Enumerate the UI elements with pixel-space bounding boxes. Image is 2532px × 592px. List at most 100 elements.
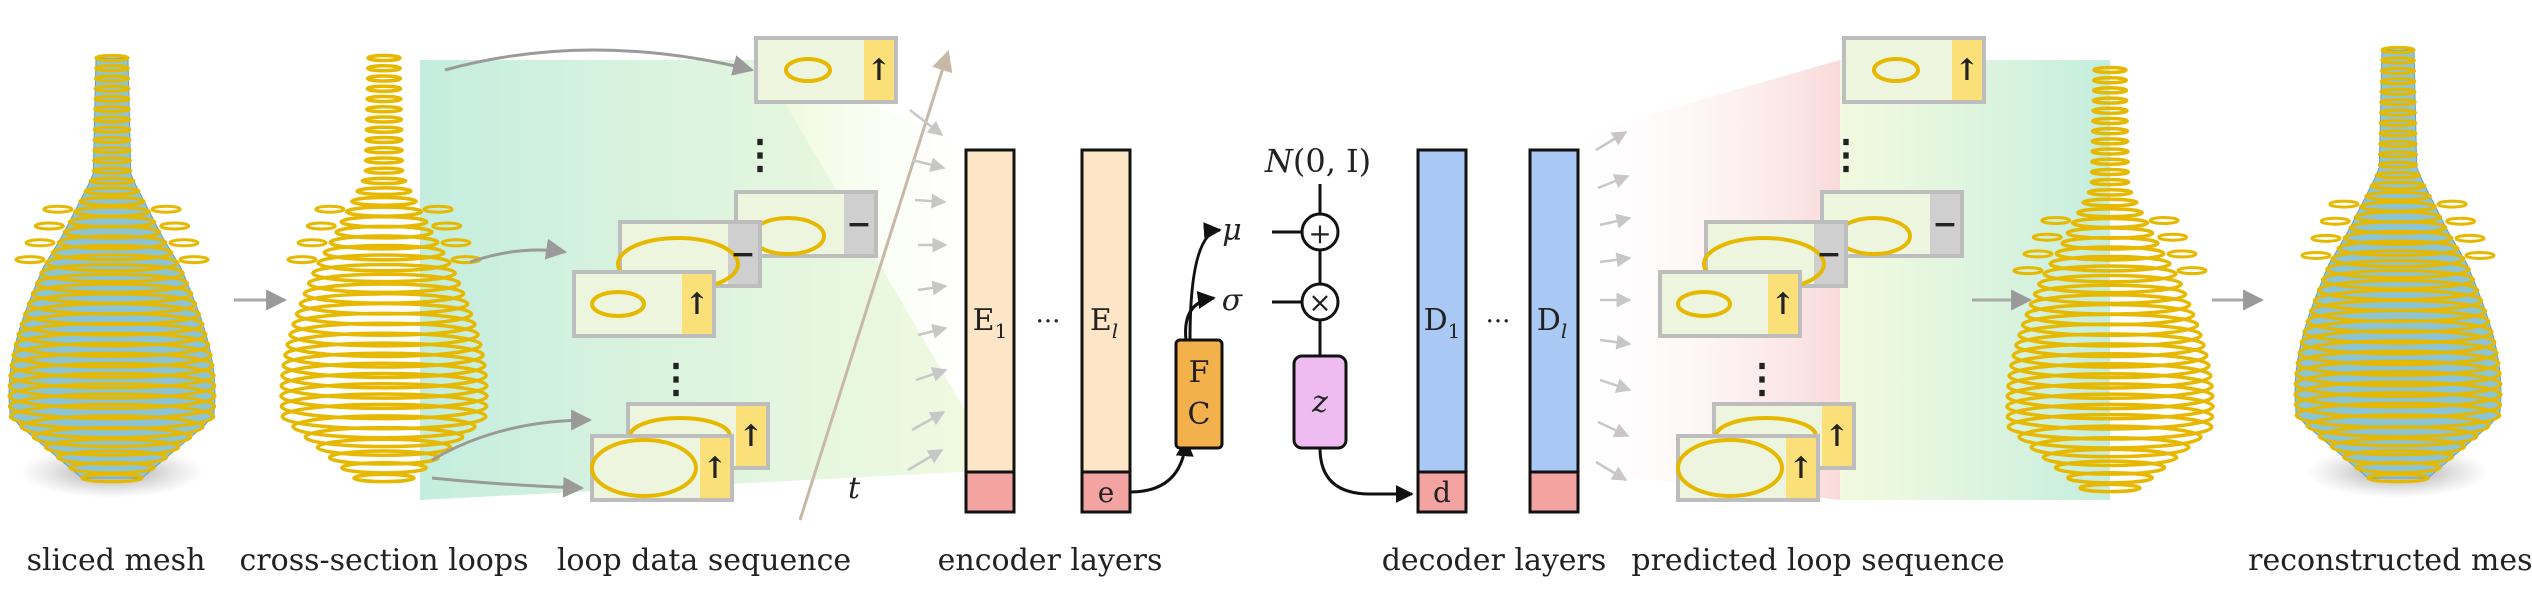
predicted-cross-section-loop — [2090, 147, 2130, 156]
mesh-slice-ring — [62, 224, 162, 240]
mesh-slice-ring — [44, 253, 180, 273]
cross-section-loop — [279, 381, 489, 411]
time-axis-arrow — [798, 49, 953, 521]
reconstructed-slice-ring — [2302, 318, 2494, 345]
loop-cards-ellipsis-bottom: ⋮ — [656, 355, 696, 402]
mesh-slice-ring — [24, 238, 56, 248]
reconstructed-slice-ring — [2377, 150, 2419, 159]
mesh-slice-ring — [11, 341, 213, 369]
predicted-cross-section-loop — [2054, 245, 2166, 262]
predicted-cross-section-loop — [2005, 402, 2215, 431]
mesh-slice-ring — [78, 195, 146, 207]
pred-cards-ellipsis-bottom: ⋮ — [1742, 355, 1782, 402]
caption-predicted-loop-sequence: predicted loop sequence — [1631, 543, 2004, 578]
mesh-slice-ring — [91, 156, 133, 165]
predicted-cross-section-loop — [2040, 215, 2072, 225]
cross-section-loop — [440, 238, 472, 248]
predicted-cross-section-loop — [2048, 254, 2172, 273]
loop-data-sequence: ↑⋮−−↑⋮↑↑ — [572, 36, 898, 502]
cross-section-loop — [364, 135, 404, 145]
mesh-slice-ring — [94, 64, 130, 73]
mesh-slice-ring — [93, 84, 131, 93]
decoder-output-arrows — [1595, 130, 1632, 482]
mesh-slice-ring — [50, 243, 174, 262]
cross-section-loop — [431, 221, 463, 231]
reconstructed-slice-ring — [2317, 425, 2479, 448]
cross-section-loop — [340, 460, 428, 475]
predicted-cross-section-loop — [2076, 207, 2144, 219]
reconstructed-slice-ring — [2293, 380, 2503, 409]
caption-cross-section-loops: cross-section loops — [240, 543, 529, 578]
fc-label-f: F — [1189, 355, 1210, 390]
decoder-last-label: Dl — [1537, 303, 1567, 343]
predicted-cross-section-loop — [2007, 362, 2213, 390]
reconstructed-slice-ring — [2320, 269, 2476, 291]
latent-z-label: z — [1311, 385, 1328, 420]
card-minus-flag: − — [1932, 207, 1957, 242]
card-loop-shape — [1872, 57, 1920, 83]
cross-section-loop — [322, 243, 446, 262]
mesh-slice-ring — [83, 186, 141, 197]
cross-section-loop — [350, 195, 418, 208]
reconstructed-slice-ring — [2464, 250, 2496, 260]
time-axis-label: t — [848, 471, 861, 506]
predicted-cross-section-loop — [2090, 126, 2130, 136]
reconstructed-slice-ring — [2379, 87, 2417, 96]
caption-loop-data-sequence: loop data sequence — [557, 543, 851, 578]
reconstructed-slice-ring — [2378, 108, 2418, 117]
encoder-embedding-label: e — [1098, 476, 1115, 509]
card-loop-shape — [590, 438, 698, 498]
predicted-cross-section-loop — [2166, 249, 2198, 259]
captions: sliced mesh cross-section loops loop dat… — [27, 543, 2532, 578]
reconstructed-slice-ring — [2293, 391, 2503, 419]
decoder-embedding-label: d — [1433, 476, 1451, 509]
predicted-cross-section-loop — [2157, 232, 2189, 242]
cross-section-loop — [305, 221, 337, 231]
mesh-slice-ring — [7, 382, 217, 411]
card-minus-flag: − — [1816, 237, 1841, 272]
card-up-flag: ↑ — [1824, 419, 1849, 454]
predicted-cross-section-loop — [2005, 392, 2215, 421]
predicted-cross-section-loop — [2031, 232, 2063, 242]
fc-to-sigma-arrow — [1184, 291, 1216, 341]
reconstructed-slice-ring — [2328, 199, 2360, 209]
reconstructed-slice-ring — [2305, 308, 2491, 334]
predicted-cross-section-loop — [2041, 447, 2179, 468]
mesh-slice-ring — [13, 331, 211, 359]
decoder-first-label: D1 — [1424, 303, 1461, 343]
predicted-cross-section-loop — [2091, 86, 2129, 95]
loop-card-handle-front: ↑ — [572, 270, 716, 338]
card-up-flag: ↑ — [1954, 53, 1979, 88]
predicted-cross-section-loop — [2037, 273, 2183, 295]
cross-section-loop — [280, 361, 488, 390]
reconstructed-slice-ring — [2379, 77, 2417, 86]
reconstructed-slice-ring — [2325, 259, 2471, 280]
mesh-slice-ring — [92, 125, 132, 134]
decoder-layer-last: Dl — [1528, 148, 1580, 514]
mesh-slice-ring — [91, 166, 133, 175]
cross-section-loop — [422, 204, 454, 214]
card-up-flag: ↑ — [738, 419, 763, 454]
mesh-slice-ring — [92, 135, 132, 145]
reconstructed-slice-ring — [2354, 460, 2442, 475]
cross-section-loop — [364, 115, 404, 124]
cross-section-loop — [311, 262, 457, 284]
cross-section-loop — [296, 238, 328, 248]
reconstructed-slice-ring — [2374, 171, 2422, 180]
reconstructed-slice-ring — [2377, 160, 2419, 169]
mesh-slice-ring — [93, 105, 131, 114]
predicted-cross-section-loop — [2017, 322, 2203, 348]
cross-section-loop — [328, 234, 440, 251]
caption-reconstructed-mesh: reconstructed mesh — [2248, 543, 2532, 578]
card-loop-shape — [1676, 290, 1732, 318]
predicted-loop-sequence: ↑⋮−−↑⋮↑↑ — [1658, 36, 1986, 502]
reconstructed-slice-ring — [2436, 199, 2468, 209]
cross-section-loop — [366, 53, 402, 63]
encoder-first-label: E1 — [973, 303, 1008, 343]
predicted-cross-section-loop — [2089, 177, 2131, 187]
predicted-cross-section-loop — [2091, 106, 2129, 116]
reconstructed-mesh — [2293, 45, 2503, 498]
predicted-cross-section-loop — [2006, 372, 2214, 401]
loop-cards-ellipsis-top: ⋮ — [740, 131, 780, 178]
